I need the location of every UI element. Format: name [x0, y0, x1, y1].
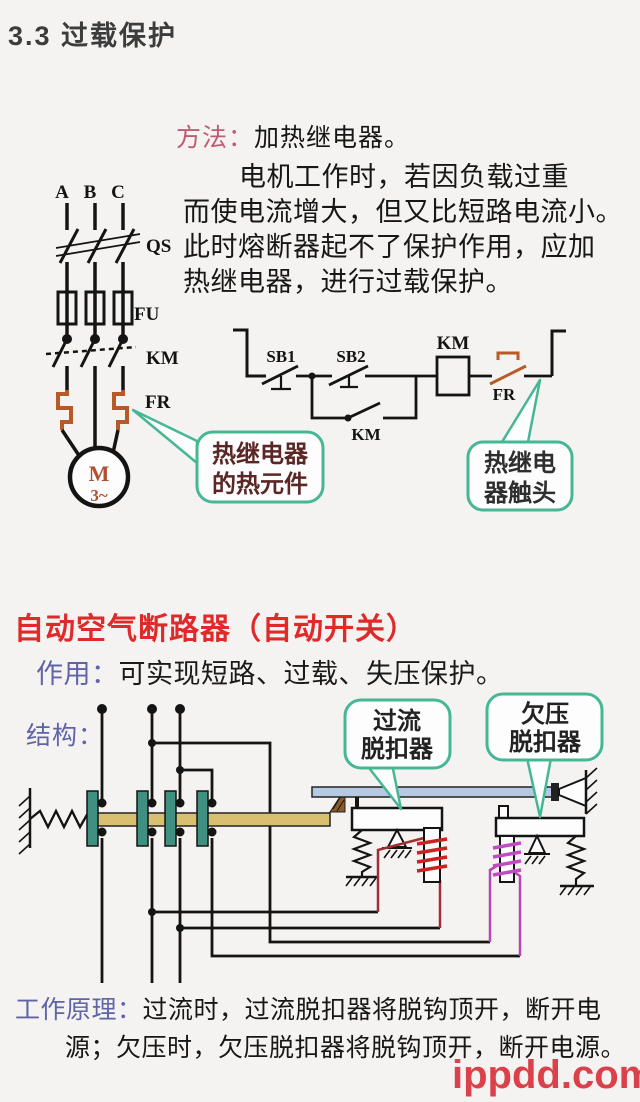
- principle-line: 源；欠压时，欠压脱扣器将脱钩顶开，断开电源。: [65, 1035, 627, 1062]
- output-wires: [100, 838, 182, 983]
- watermark: ippdd.com: [452, 1053, 640, 1097]
- paragraph-line: 热继电器，进行过载保护。: [183, 267, 513, 297]
- principle-text: 过流时，过流脱扣器将脱钩顶开，断开电: [142, 997, 602, 1024]
- trip-bar-pivot: [551, 767, 598, 815]
- principle-line: 工作原理：过流时，过流脱扣器将脱钩顶开，断开电: [15, 992, 637, 1030]
- fu-label: FU: [134, 304, 160, 325]
- control-circuit: SB1 SB2 KM KM FR: [233, 328, 566, 444]
- callout-tail: [131, 408, 199, 465]
- km-aux-contact-symbol: [310, 376, 418, 422]
- km-coil-symbol: [435, 355, 471, 397]
- qs-knife-switch-symbol: [55, 228, 141, 264]
- structure-label: 结构：: [26, 723, 105, 750]
- input-wires: [97, 704, 490, 944]
- callout-contact-text-line2: 器触头: [483, 479, 556, 507]
- callout-overcurrent-release: 过流 脱扣器: [343, 698, 452, 811]
- sb1-pushbutton-symbol: [261, 364, 299, 391]
- intro-paragraph: 电机工作时，若因负载过重 而使电流增大，但又比短路电流小。 此时熔断器起不了保护…: [183, 160, 639, 300]
- motor-m-label: M: [89, 461, 110, 486]
- undervoltage-trip-coil: [210, 835, 522, 958]
- overcurrent-trip-coil: [148, 827, 448, 932]
- callout-bubble: [466, 440, 574, 512]
- callout-overcurrent-text-line2: 脱扣器: [361, 735, 434, 763]
- principle-label: 工作原理：: [15, 997, 143, 1024]
- release-spring: [18, 788, 94, 855]
- callout-undervoltage-release: 欠压 脱扣器: [485, 692, 604, 819]
- callout-contact-text-line1: 热继电: [484, 449, 556, 477]
- km-main-contacts-symbol: [45, 334, 137, 368]
- callout-undervoltage-text-line1: 欠压: [521, 700, 569, 728]
- sb2-label: SB2: [336, 347, 365, 366]
- fr-nc-contact-symbol: [489, 351, 527, 386]
- callout-bubble: [343, 698, 452, 770]
- thermal-relay-circuit-diagram: A B C QS FU KM FR: [45, 182, 574, 512]
- phase-b-label: B: [84, 182, 97, 203]
- paragraph-line: 而使电流增大，但又比短路电流小。: [183, 197, 623, 227]
- callout-heater-elements: 热继电器 的热元件: [131, 408, 325, 504]
- method-value: 加热继电器。: [254, 125, 411, 152]
- phase-a-label: A: [55, 182, 69, 203]
- method-line: 方法：加热继电器。: [176, 118, 410, 154]
- callout-relay-contact: 热继电 器触头: [466, 378, 574, 512]
- circuit-breaker-structure-diagram: 过流 脱扣器 欠压 脱扣器: [18, 692, 604, 983]
- main-contacts: [86, 790, 217, 847]
- breaker-section-title: 自动空气断路器（自动开关）: [14, 613, 417, 646]
- km-coil-label: KM: [437, 333, 470, 354]
- undervoltage-trip-mechanism: [494, 805, 594, 896]
- callout-heater-text-line2: 的热元件: [212, 470, 308, 498]
- motor-phase-label: 3~: [90, 486, 108, 505]
- callout-bubble: [485, 692, 604, 762]
- breaker-function-line: 作用：可实现短路、过载、失压保护。: [36, 652, 504, 691]
- fr-label: FR: [145, 392, 171, 413]
- motor-symbol: M 3~: [67, 445, 131, 509]
- method-label: 方法：: [176, 125, 255, 152]
- paragraph-line: 电机工作时，若因负载过重: [239, 162, 569, 192]
- km-label: KM: [146, 348, 179, 369]
- phase-c-label: C: [111, 182, 125, 203]
- page-title: 3.3 过载保护: [8, 21, 178, 51]
- km-aux-label: KM: [351, 425, 380, 444]
- sb1-label: SB1: [266, 347, 295, 366]
- overcurrent-trip-mechanism: [345, 797, 444, 887]
- function-value: 可实现短路、过载、失压保护。: [118, 659, 504, 689]
- function-label: 作用：: [36, 659, 119, 689]
- fr-contact-label: FR: [493, 385, 516, 404]
- trip-bar: [311, 786, 559, 798]
- working-principle: 工作原理：过流时，过流脱扣器将脱钩顶开，断开电 源；欠压时，欠压脱扣器将脱钩顶开…: [15, 992, 637, 1068]
- power-circuit: A B C QS FU KM FR: [45, 182, 179, 509]
- fr-heater-elements: [56, 390, 129, 430]
- qs-label: QS: [146, 236, 171, 257]
- callout-bubble: [195, 430, 325, 504]
- callout-overcurrent-text-line1: 过流: [373, 708, 421, 735]
- callout-undervoltage-text-line2: 脱扣器: [509, 728, 582, 756]
- paragraph-line: 此时熔断器起不了保护作用，应加: [183, 232, 596, 262]
- sb2-pushbutton-symbol: [328, 364, 369, 389]
- contact-carrier-bar: [92, 812, 331, 827]
- callout-heater-text-line1: 热继电器: [212, 440, 309, 468]
- fu-fuse-symbols: [56, 290, 134, 326]
